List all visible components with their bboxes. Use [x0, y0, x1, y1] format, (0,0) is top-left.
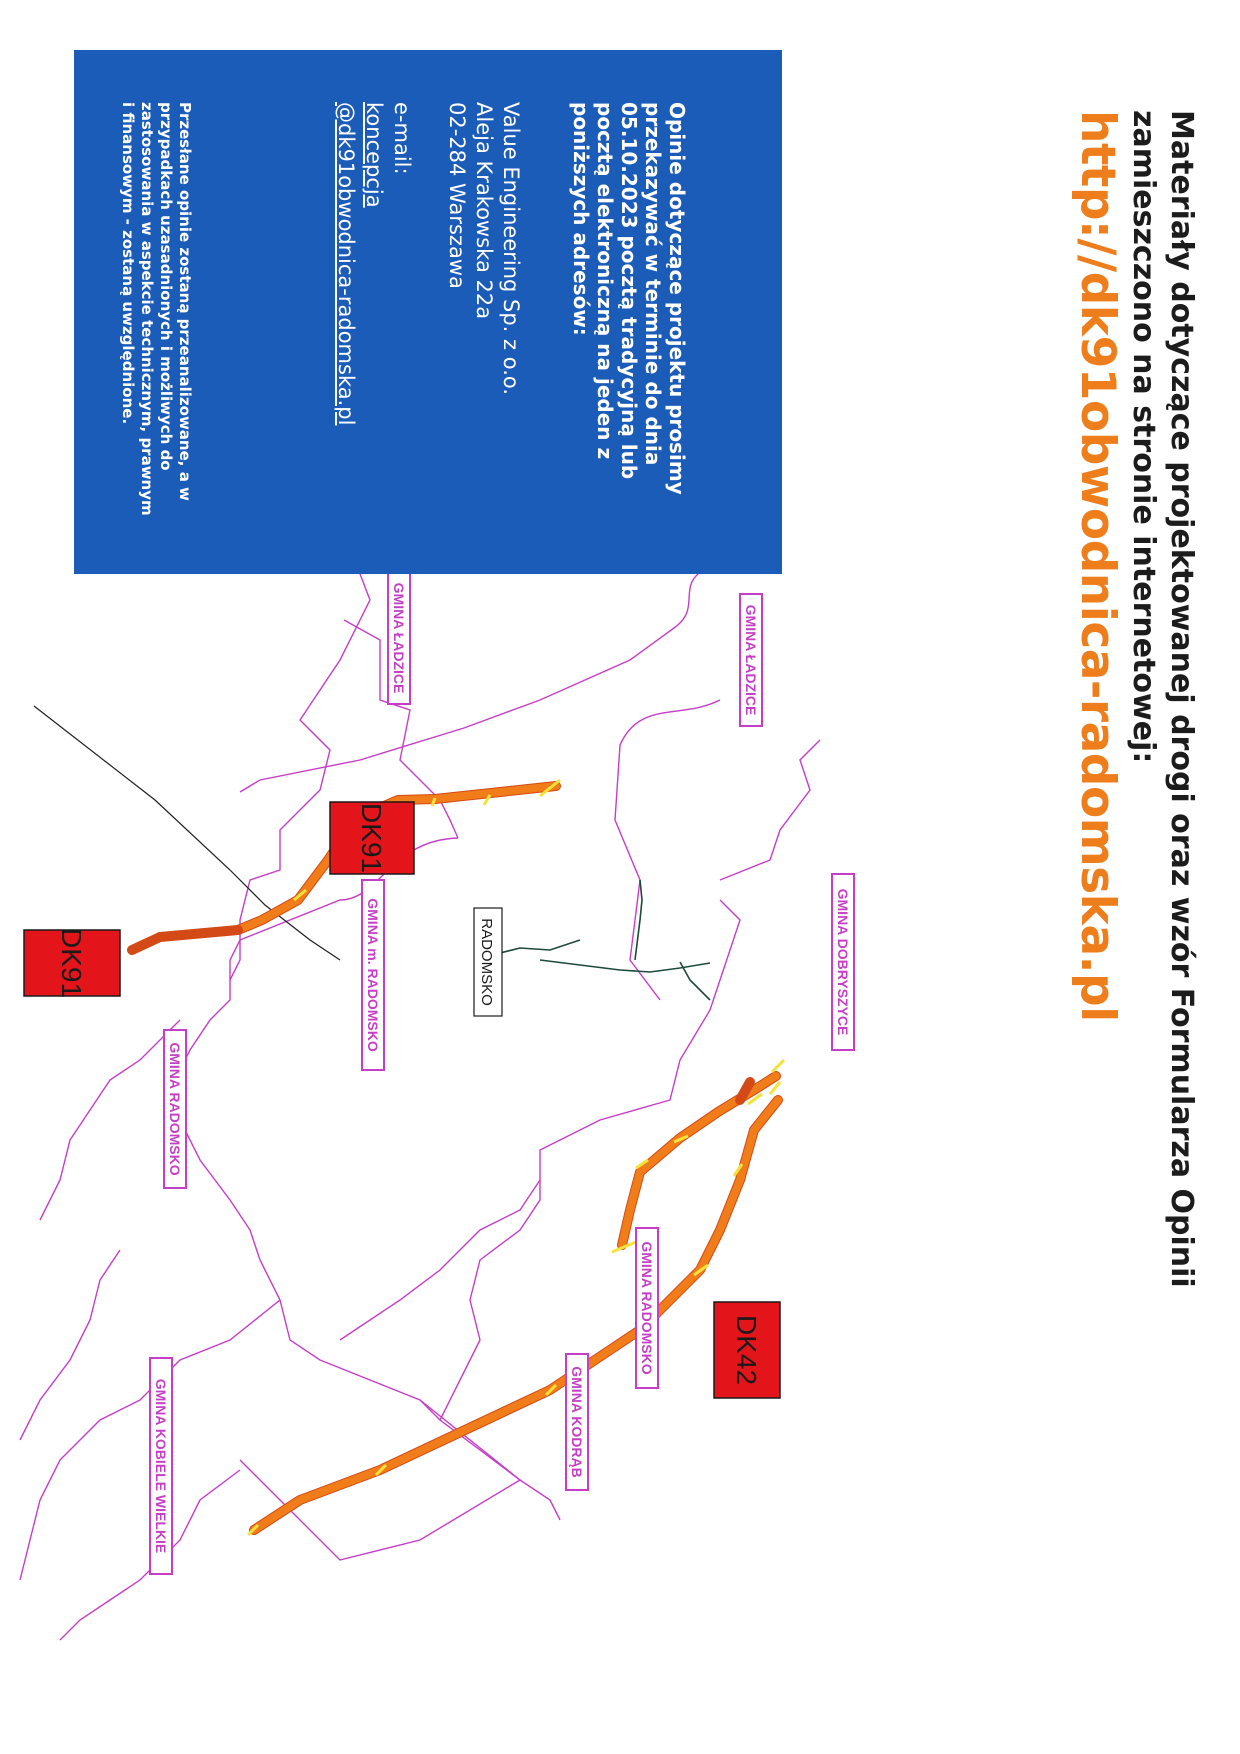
boundary-far-east — [19, 1249, 121, 1441]
svg-text:GMINA KOBIELE WIELKIE: GMINA KOBIELE WIELKIE — [153, 1379, 169, 1553]
road-dk42-edge-main — [249, 1095, 783, 1535]
roads — [127, 781, 781, 1250]
boundary-city-west — [343, 619, 459, 839]
svg-text:GMINA DOBRYSZYCE: GMINA DOBRYSZYCE — [835, 889, 851, 1036]
label-radomsko-b: GMINA RADOMSKO — [635, 1227, 659, 1389]
label-radomsko-a: GMINA RADOMSKO — [163, 1029, 187, 1189]
email-link-line-2[interactable]: @dk91obwodnica-radomska.pl — [334, 102, 358, 426]
road-dk42 — [250, 1096, 782, 1534]
svg-text:GMINA ŁADZICE: GMINA ŁADZICE — [391, 583, 407, 694]
contact-info-box: Opinie dotyczące projektu prosimy przeka… — [74, 50, 782, 574]
address-company: Value Engineering Sp. z o.o. — [499, 102, 523, 396]
boundary-ladzice-dobryszyce — [239, 573, 699, 793]
boundary-kodrab-east — [439, 1339, 561, 1521]
postal-address: Value Engineering Sp. z o.o. Aleja Krako… — [443, 102, 524, 395]
svg-text:GMINA m. RADOMSKO: GMINA m. RADOMSKO — [365, 898, 381, 1052]
label-kobiele: GMINA KOBIELE WIELKIE — [149, 1357, 173, 1575]
city-label-radomsko: RADOMSKO — [473, 907, 503, 1017]
address-street: Aleja Krakowska 22a — [472, 102, 496, 320]
address-city: 02-284 Warszawa — [445, 102, 469, 289]
shield-dk42: DK42 — [713, 1301, 781, 1399]
svg-text:GMINA RADOMSKO: GMINA RADOMSKO — [167, 1042, 183, 1175]
label-dobryszyce: GMINA DOBRYSZYCE — [831, 873, 855, 1051]
svg-text:GMINA KODRĄB: GMINA KODRĄB — [569, 1366, 585, 1477]
info-note: Przesłane opinie zostaną przeanalizowane… — [119, 102, 194, 516]
boundary-southwest — [339, 1179, 541, 1341]
boundary-east-edge — [39, 1019, 181, 1221]
svg-text:RADOMSKO: RADOMSKO — [478, 918, 495, 1006]
boundary-dobryszyce-north — [614, 699, 721, 1001]
road-main-edge — [127, 925, 243, 955]
municipal-boundaries — [19, 573, 821, 1641]
svg-text:DK91: DK91 — [356, 803, 387, 873]
label-ladzice-top: GMINA ŁADZICE — [739, 593, 763, 727]
svg-text:DK42: DK42 — [731, 1315, 762, 1385]
road-ticks — [246, 778, 786, 1537]
email-block: e-mail: koncepcja @dk91obwodnica-radomsk… — [332, 102, 416, 425]
road-dk42-edge — [735, 1077, 755, 1105]
shield-dk91-south: DK91 — [23, 928, 121, 998]
boundary-radomsko-kodrab — [169, 1089, 441, 1421]
svg-text:GMINA RADOMSKO: GMINA RADOMSKO — [639, 1241, 655, 1374]
svg-text:GMINA ŁADZICE: GMINA ŁADZICE — [743, 605, 759, 716]
boundary-city-east — [469, 899, 741, 1341]
label-m-radomsko: GMINA m. RADOMSKO — [361, 879, 385, 1071]
boundary-ladzice-radomsko — [229, 573, 371, 981]
email-link-line-1[interactable]: koncepcja — [362, 102, 386, 208]
label-kodrab: GMINA KODRĄB — [565, 1353, 589, 1491]
label-ladzice-left: GMINA ŁADZICE — [387, 571, 411, 705]
boundary-radomsko-triangle — [239, 1399, 522, 1561]
boundary-north-west — [719, 739, 821, 881]
boundary-kobiele — [19, 1299, 281, 1581]
city-tracks — [479, 879, 711, 1001]
email-label: e-mail: — [390, 102, 414, 175]
shield-dk91-north: DK91 — [329, 801, 415, 875]
svg-text:DK91: DK91 — [56, 928, 87, 998]
railway-line — [33, 705, 341, 961]
info-lead: Opinie dotyczące projektu prosimy przeka… — [569, 102, 689, 495]
